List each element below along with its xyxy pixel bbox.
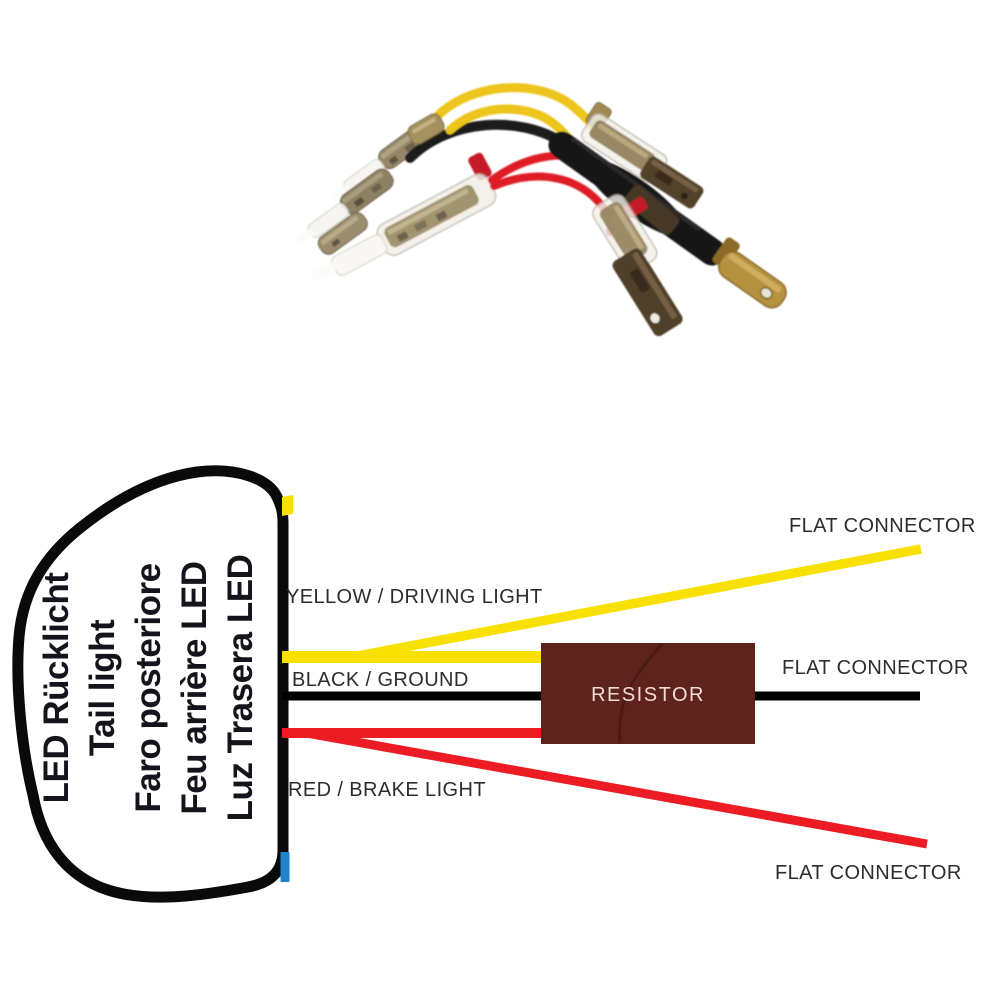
yellow-sliver — [282, 495, 293, 516]
housing-text: LED Rücklicht Tail light Faro posteriore… — [33, 538, 265, 838]
spade-connector-bottom — [592, 194, 683, 337]
tail-light-housing — [12, 465, 289, 903]
yellow-wire-label: YELLOW / DRIVING LIGHT — [286, 586, 543, 608]
spade-connector-top-right — [580, 102, 704, 236]
housing-label-en: Tail light — [83, 619, 122, 757]
flat-connector-label-top: FLAT CONNECTOR — [789, 515, 976, 537]
red-wire-entry — [468, 152, 492, 181]
bullet-clear-tip — [296, 202, 350, 245]
blue-sliver — [280, 852, 290, 882]
red-wire-lines — [282, 728, 928, 849]
flat-connector-label-bottom: FLAT CONNECTOR — [775, 862, 962, 884]
housing-label-es: Luz Trasera LED — [221, 554, 260, 822]
housing-label-fr: Feu arrière LED — [175, 561, 214, 815]
resistor-block — [541, 642, 755, 744]
terminal-hole — [759, 286, 773, 300]
red-wire-2 — [490, 172, 615, 236]
brass-terminal — [712, 237, 787, 309]
bullet-connectors-left — [296, 125, 497, 281]
black-wire — [405, 119, 567, 163]
wiring-diagram — [12, 465, 928, 903]
bullet-connector — [317, 212, 368, 255]
yellow-diagonal — [351, 544, 922, 662]
red-wire-label: RED / BRAKE LIGHT — [288, 779, 486, 801]
harness-photo-group — [296, 83, 787, 337]
crimp-connector-large — [311, 152, 497, 281]
yellow-wire-lines — [282, 544, 922, 663]
housing-label-de: LED Rücklicht — [37, 572, 76, 804]
yellow-crimp-nub — [407, 113, 445, 145]
bullet-clear-tip — [332, 158, 386, 201]
yellow-horizontal — [282, 651, 542, 663]
flat-connector-label-middle: FLAT CONNECTOR — [782, 657, 969, 679]
bullet-connector — [339, 168, 394, 215]
black-wire-label: BLACK / GROUND — [292, 669, 469, 691]
housing-label-it: Faro posteriore — [129, 563, 168, 813]
red-horizontal — [282, 728, 542, 738]
resistor-label: RESISTOR — [591, 684, 705, 706]
harness-photo — [296, 83, 787, 337]
red-diagonal — [305, 728, 928, 849]
